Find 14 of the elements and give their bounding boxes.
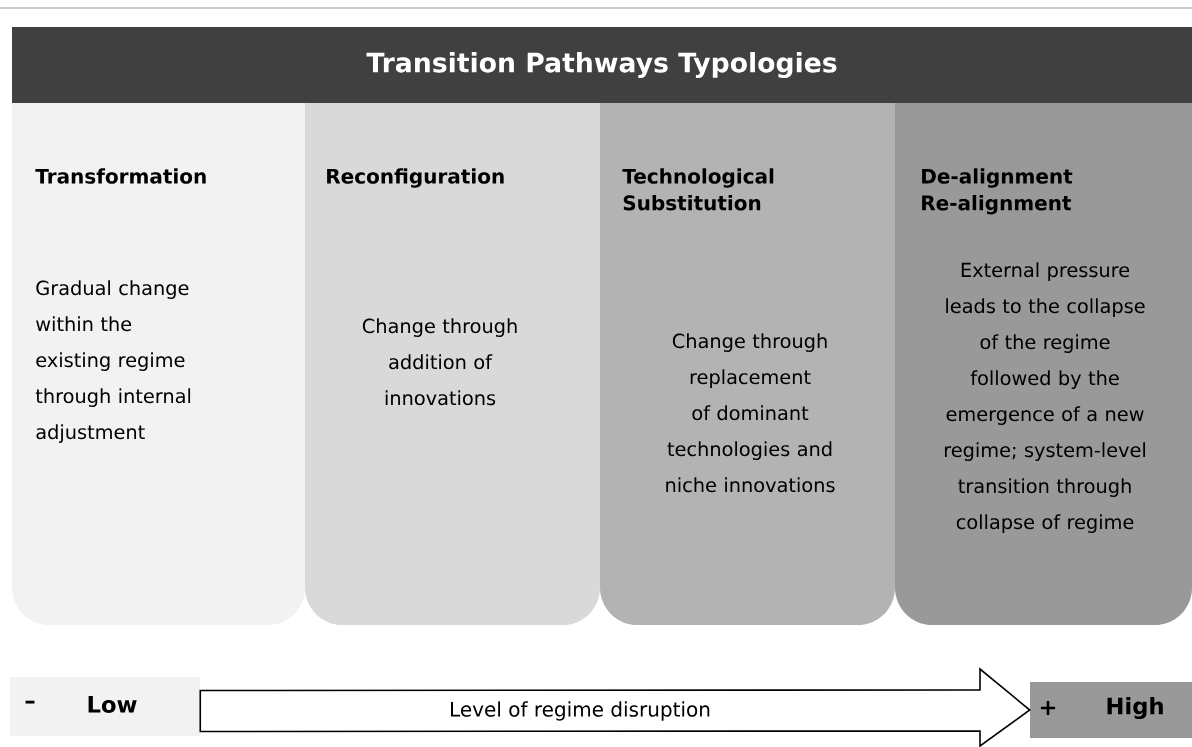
column-description: Change through replacement of dominant technologies and niche innovations (666, 333, 835, 493)
column-heading: Reconfiguration (327, 168, 504, 188)
edge-label: Level of regime disruption (447, 700, 713, 722)
column-description: External pressure leads to the collapse of the regime followed by the emergence of a new regime; system-level transition through collapse of regime (944, 262, 1145, 533)
sign: + (1040, 700, 1056, 716)
column-description: Change through addition of innovations (362, 318, 517, 406)
sign: – (25, 700, 35, 704)
column-heading: De-alignment Re-alignment (922, 168, 1073, 215)
column-description: Gradual change within the existing regime through internal adjustment (35, 280, 191, 443)
column-heading: Technological Substitution (622, 168, 774, 211)
title-bar: Transition Pathways Typologies (12, 27, 1192, 103)
scale-label: High (1107, 696, 1163, 720)
scale-label: Low (88, 696, 137, 713)
column-heading: Transformation (35, 168, 206, 184)
